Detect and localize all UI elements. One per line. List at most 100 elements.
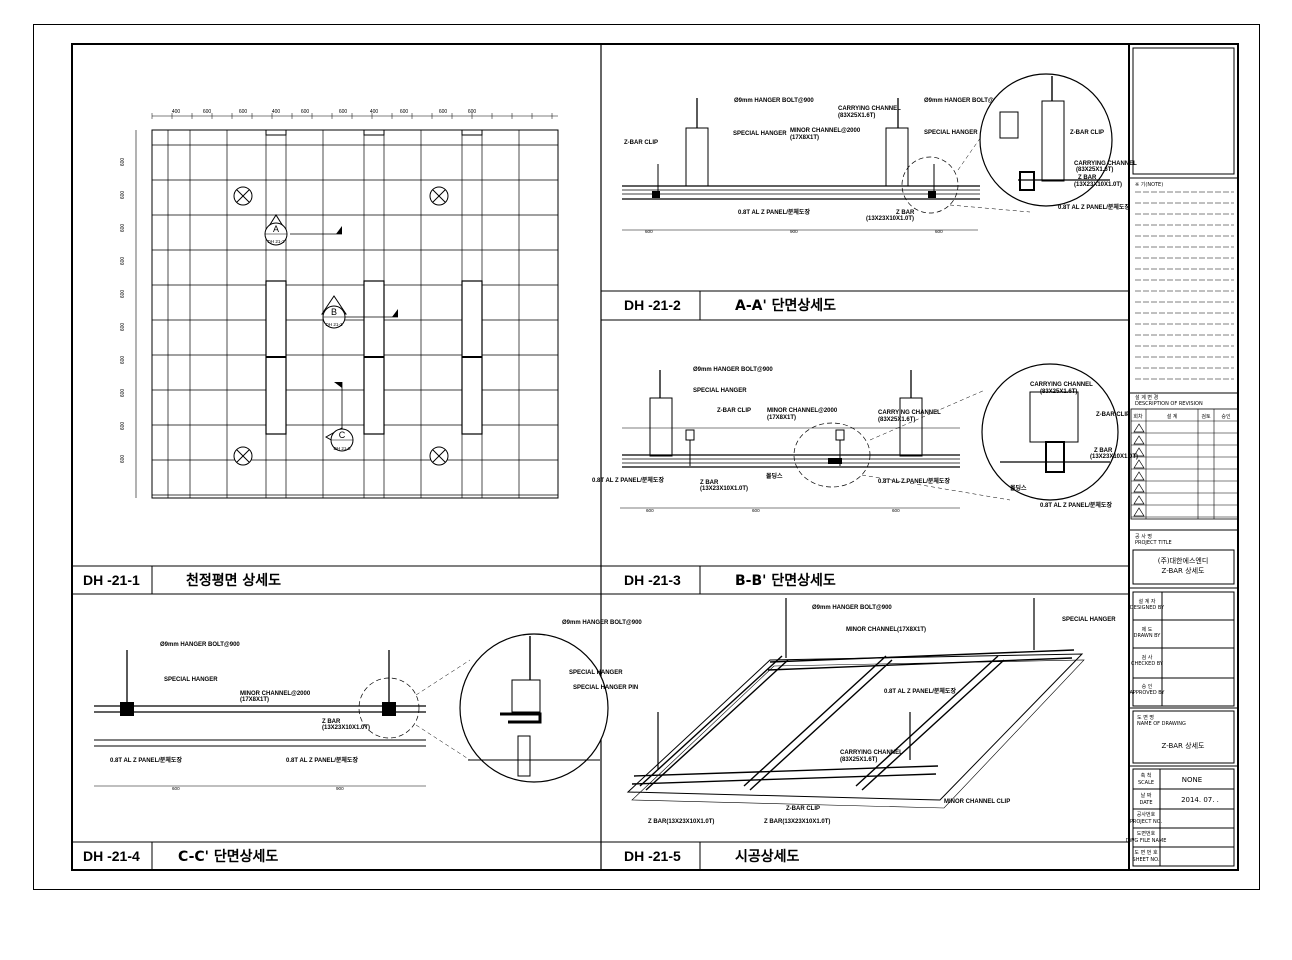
annotation: MINOR CHANNEL@2000 [767,408,838,414]
annotation: (17X8X1T) [240,697,269,703]
dimension-text: 600 [172,786,180,791]
annotation: SPECIAL HANGER [569,670,623,676]
dimension-text: 600 [468,109,477,115]
drawing-label: 도 면 명 [1137,714,1154,721]
designed-label: DESIGNED BY [1130,605,1165,611]
dimension-text: 600 [892,508,900,513]
project-no-label: PROJECT NO. [1130,819,1163,825]
notes-label: ※ 기(NOTE) [1135,181,1163,188]
marker-letter: A [273,224,279,234]
annotation: MINOR CHANNEL@2000 [790,128,861,134]
dimension-text: 600 [752,508,760,513]
project-name: Z-BAR 상세도 [1162,566,1206,575]
annotation: Z-BAR CLIP [717,408,751,414]
dimension-text: 600 [120,257,126,266]
revision-triangle-icon [1133,447,1145,457]
panel-code: DH -21-5 [624,848,681,864]
dimension-text: 600 [120,191,126,200]
annotation: Z BAR [700,480,719,486]
dimension-text: 400 [370,109,379,115]
annotation: (17X8X1T) [790,135,819,141]
revision-header: 설 계 [1167,413,1178,420]
marker-ref: DH 21-2 [267,239,285,244]
dimension-text: 600 [239,109,248,115]
annotation: Z-BAR CLIP [1070,130,1104,136]
annotation: Z BAR [322,719,341,725]
annotation: (13X23X10X1.0T) [700,486,748,492]
drawing-name: Z-BAR 상세도 [1162,741,1206,750]
sheet-no-label: 도 면 번 호 [1134,849,1158,856]
annotation: Ø9mm HANGER BOLT@900 [812,605,892,611]
annotation: Z BAR(13X23X10X1.0T) [764,819,830,825]
annotation: CARRYING CHANNEL [840,750,903,756]
section-marker-b: B DH 21-3 [321,295,398,329]
annotation: 0.8T AL Z PANEL/분체도장 [1040,501,1112,509]
panel-code: DH -21-3 [624,572,681,588]
light-fixture-icon [429,446,449,466]
revision-triangle-icon [1133,435,1145,445]
annotation: 몰딩스 [766,472,783,480]
section-marker-a: A DH 21-2 [264,214,342,246]
annotation: (13X23X10X1.0T) [866,216,914,222]
section-a-detail: 600 900 600 Ø9mm HANGER BOLT@900 CARRYIN… [622,73,1137,234]
annotation: 0.8T AL Z PANEL/분체도장 [592,476,664,484]
panel-title-5: DH -21-5 시공상세도 [601,841,1129,870]
dimension-text: 600 [120,158,126,167]
dwg-file-label: 도면번호 [1137,830,1156,837]
project-name: (주)대한에스엔디 [1158,556,1209,565]
marker-ref: DH 21-5 [333,446,351,451]
annotation: SPECIAL HANGER [164,677,218,683]
annotation: (13X23X10X1.0T) [322,725,370,731]
panel-code: DH -21-4 [83,848,140,864]
annotation: Ø9mm HANGER BOLT@900 [924,98,1004,104]
annotation: Z-BAR CLIP [624,140,658,146]
isometric-detail: Ø9mm HANGER BOLT@900 SPECIAL HANGER MINO… [626,598,1116,825]
dimension-text: 400 [172,109,181,115]
annotation: CARRYING CHANNEL [1030,382,1093,388]
annotation: Z BAR [896,210,915,216]
dimension-text: 600 [120,323,126,332]
light-fixture-icon [233,446,253,466]
revision-triangle-icon [1133,423,1145,433]
dwg-file-label: DWG FILE NAME [1126,838,1167,844]
annotation: MINOR CHANNEL@2000 [240,691,311,697]
project-label: PROJECT TITLE [1135,540,1172,546]
annotation: SPECIAL HANGER PIN [573,685,638,691]
dimension-text: 600 [339,109,348,115]
panel-title: 시공상세도 [735,849,800,865]
title-block: ※ 기(NOTE) 설 계 변 경 DESCRIPTION OF REVISIO… [1126,47,1239,867]
section-b-detail: 600 600 600 Ø9mm HANGER BOLT@900 SPECIAL… [592,363,1138,513]
annotation: 0.8T AL Z PANEL/분체도장 [884,687,956,695]
panel-title: B-B' 단면상세도 [735,572,836,589]
annotation: 0.8T AL Z PANEL/분체도장 [110,756,182,764]
annotation: Ø9mm HANGER BOLT@900 [562,620,642,626]
dimension-text: 600 [120,356,126,365]
dimension-text: 600 [120,290,126,299]
annotation: SPECIAL HANGER [733,131,787,137]
marker-letter: B [331,307,337,317]
dimension-text: 600 [645,229,653,234]
dimension-text: 600 [120,422,126,431]
date-value: 2014. 07. . [1181,796,1219,804]
dimension-text: 600 [646,508,654,513]
panel-title-3: DH -21-3 B-B' 단면상세도 [601,565,1129,594]
annotation: (83X25X1.6T) [878,417,915,423]
dimension-text: 600 [203,109,212,115]
dimension-text: 900 [336,786,344,791]
revision-header: 승인 [1221,413,1231,420]
dimension-text: 600 [120,224,126,233]
drawing-label: NAME OF DRAWING [1137,721,1186,727]
revision-label: 설 계 변 경 [1135,394,1158,401]
revision-triangle-icon [1133,483,1145,493]
dimension-text: 600 [935,229,943,234]
panel-title-2: DH -21-2 A-A' 단면상세도 [601,290,1129,320]
annotation: 몰딩스 [1010,484,1027,492]
annotation: Ø9mm HANGER BOLT@900 [160,642,240,648]
scale-label: 축 척 [1141,772,1152,779]
sheet-outer-border [33,24,1260,890]
project-label: 공 사 명 [1135,533,1152,540]
drawn-label: DRAWN BY [1134,633,1162,639]
light-fixture-icon [233,186,253,206]
